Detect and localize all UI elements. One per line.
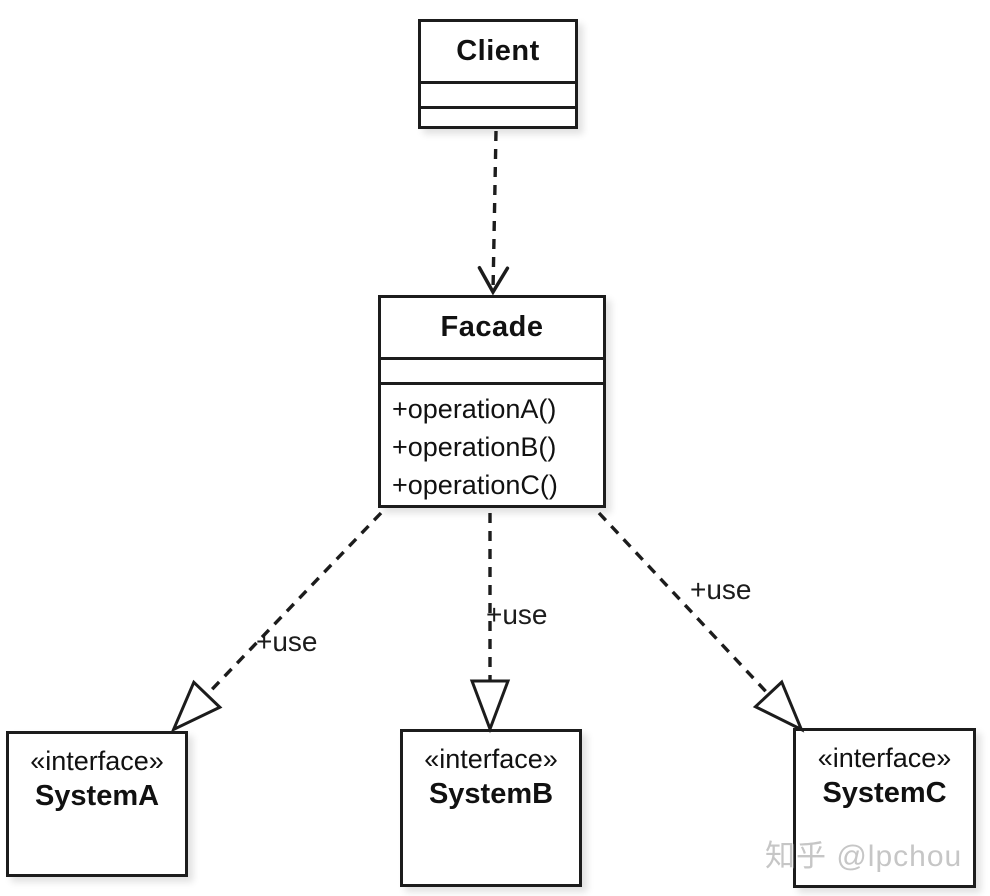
systema-name: SystemA: [34, 780, 160, 812]
facade-method-operation-b: +operationB(): [392, 432, 557, 462]
use-label-systemb: +use: [486, 599, 548, 630]
systemc-name: SystemC: [822, 777, 947, 809]
use-arrow-facade-to-systemc: [597, 511, 805, 733]
client-attributes-compartment: [421, 81, 575, 106]
facade-class-box: Facade +operationA() +operationB() +oper…: [378, 295, 606, 508]
client-class-box: Client: [418, 19, 578, 129]
facade-operations-compartment: +operationA() +operationB() +operationC(…: [381, 382, 603, 505]
client-operations-compartment: [421, 106, 575, 126]
client-class-name: Client: [456, 35, 540, 67]
interface-box-systemb: «interface» SystemB: [400, 729, 582, 887]
systemc-stereotype: «interface»: [817, 743, 952, 773]
facade-method-operation-a: +operationA(): [392, 394, 557, 424]
facade-class-name: Facade: [440, 311, 544, 343]
use-label-systema: +use: [256, 626, 318, 657]
use-label-systemc: +use: [690, 574, 752, 605]
systema-stereotype: «interface»: [30, 746, 164, 776]
systemb-stereotype: «interface»: [424, 744, 558, 774]
use-arrow-facade-to-systema: [170, 511, 383, 733]
facade-method-operation-c: +operationC(): [392, 470, 558, 500]
dependency-arrow-client-to-facade: [477, 130, 510, 296]
interface-box-systema: «interface» SystemA: [6, 731, 188, 877]
systemb-name: SystemB: [428, 778, 554, 810]
interface-box-systemc: «interface» SystemC: [793, 728, 976, 888]
facade-attributes-compartment: [381, 357, 603, 382]
watermark: 知乎 @lpchou: [765, 840, 963, 873]
